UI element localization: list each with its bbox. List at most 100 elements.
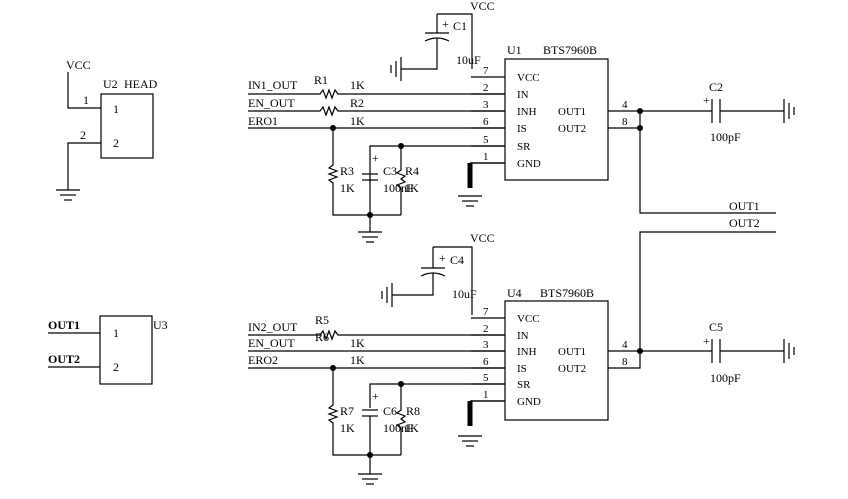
r4-ref: R4: [405, 164, 419, 178]
c4-ref: C4: [450, 253, 464, 267]
junction-dot: [637, 108, 643, 114]
u1-ref: U1: [507, 43, 522, 57]
c6-plus: +: [372, 389, 379, 403]
u1-sr-wire: [369, 145, 505, 182]
driver2-pin-name: INH: [517, 346, 537, 358]
r1-value: 1K: [350, 78, 365, 92]
u1-body: [504, 58, 609, 181]
u4-sr-wire: [369, 383, 505, 408]
c4-plus: +: [439, 251, 446, 265]
net-label-out1: OUT1: [729, 199, 760, 213]
u4-net-in2: IN2_OUT: [248, 320, 298, 334]
ground-symbol: [783, 339, 795, 363]
r1-ref: R1: [314, 73, 328, 87]
r6-ref: R6: [315, 330, 329, 344]
c4-gnd-wire: [392, 273, 434, 296]
c3-plus: +: [372, 151, 379, 165]
head-ref: U2: [103, 77, 118, 91]
u1-vcc-label: VCC: [470, 0, 495, 13]
driver2-pin-number: 1: [483, 389, 489, 401]
u1-net-en: EN_OUT: [248, 96, 295, 110]
r3-value: 1K: [340, 181, 355, 195]
u4-net-en: EN_OUT: [248, 336, 295, 350]
head-wire-vcc: [67, 72, 101, 109]
ground-symbol: [358, 473, 382, 485]
c1-gnd-wire: [401, 38, 438, 70]
c6-value: 100nF: [383, 421, 414, 435]
driver2-pin-number: 2: [483, 323, 489, 335]
driver2-pin-name: VCC: [517, 313, 540, 325]
u4-out2-wire: [608, 351, 641, 369]
head-wire1-num: 1: [83, 93, 89, 107]
head-wire2-num: 2: [80, 128, 86, 142]
r-ero1-value: 1K: [350, 114, 365, 128]
driver1-pin-number: 4: [622, 99, 628, 111]
driver1-pin-name: IS: [517, 123, 527, 135]
driver1-pin-name: VCC: [517, 72, 540, 84]
c5-ref: C5: [709, 320, 723, 334]
r1-resistor-wire: [248, 88, 505, 100]
driver2-pin-number: 3: [483, 339, 489, 351]
ground-symbol: [458, 435, 482, 447]
u1-vcc-wire: [437, 13, 473, 69]
r3-ref: R3: [340, 164, 354, 178]
driver2-pin-number: 6: [483, 356, 489, 368]
c2-value: 100pF: [710, 130, 741, 144]
driver2-pin-name: GND: [517, 396, 541, 408]
r4-resistor: [395, 146, 407, 215]
driver-u4: VCC + C4 10uF U4 BTS7960B VCC7IN2INH3IS6…: [248, 231, 795, 485]
driver1-pin-number: 5: [483, 134, 489, 146]
r8-value: 1K: [404, 421, 419, 435]
driver1-pin-number: 1: [483, 151, 489, 163]
driver1-pin-name: GND: [517, 158, 541, 170]
c1-plus: +: [442, 17, 449, 31]
driver-u1: VCC + C1 10uF U1 BTS7960B VCC7IN2INH3IS6…: [248, 0, 795, 243]
c3-value: 100nF: [383, 181, 414, 195]
c4-value: 10uF: [452, 287, 477, 301]
c2-ref: C2: [709, 80, 723, 94]
driver1-pin-name: SR: [517, 141, 531, 153]
head-vcc-label: VCC: [66, 58, 91, 72]
head-connector-u2: VCC U2 HEAD 1 2 1 2: [56, 58, 158, 201]
driver2-pin-number: 5: [483, 372, 489, 384]
ground-symbol: [390, 57, 402, 81]
r6-value: 1K: [350, 336, 365, 350]
head-wire-gnd: [67, 142, 101, 190]
c1-ref: C1: [453, 19, 467, 33]
driver1-pin-number: 6: [483, 116, 489, 128]
ground-symbol: [458, 195, 482, 207]
u1-net-in1: IN1_OUT: [248, 78, 298, 92]
driver2-pin-name: IN: [517, 330, 529, 342]
ground-symbol: [358, 231, 382, 243]
driver2-pin-name: SR: [517, 379, 531, 391]
u4-body: [504, 300, 609, 421]
r2-resistor-wire: [248, 105, 505, 117]
r7-resistor: [327, 368, 401, 456]
driver2-pin-number: 7: [483, 306, 489, 318]
driver1-pin-number: 8: [622, 116, 628, 128]
r3-resistor: [327, 128, 401, 216]
u3-pin2-label: 2: [113, 360, 119, 374]
driver2-pin-name: OUT1: [558, 346, 586, 358]
head-pin1-label: 1: [113, 102, 119, 116]
r2-ref: R2: [350, 96, 364, 110]
out1-bus-wire: [639, 128, 776, 214]
r5-resistor-wire: [248, 329, 505, 341]
driver2-pin-name: OUT2: [558, 363, 586, 375]
u4-vcc-label: VCC: [470, 231, 495, 245]
r5-ref: R5: [315, 313, 329, 327]
r4-value: 1K: [404, 181, 419, 195]
c5-plus: +: [703, 334, 710, 348]
driver1-pin-name: INH: [517, 106, 537, 118]
ground-symbol: [56, 189, 80, 201]
u4-net-ero2: ERO2: [248, 353, 278, 367]
r7-ref: R7: [340, 404, 354, 418]
c5-value: 100pF: [710, 371, 741, 385]
r-ero2-value: 1K: [350, 353, 365, 367]
head-pin2-label: 2: [113, 136, 119, 150]
driver2-pin-name: IS: [517, 363, 527, 375]
u1-net-ero1: ERO1: [248, 114, 278, 128]
r8-resistor: [395, 384, 407, 455]
driver1-pin-name: OUT2: [558, 123, 586, 135]
